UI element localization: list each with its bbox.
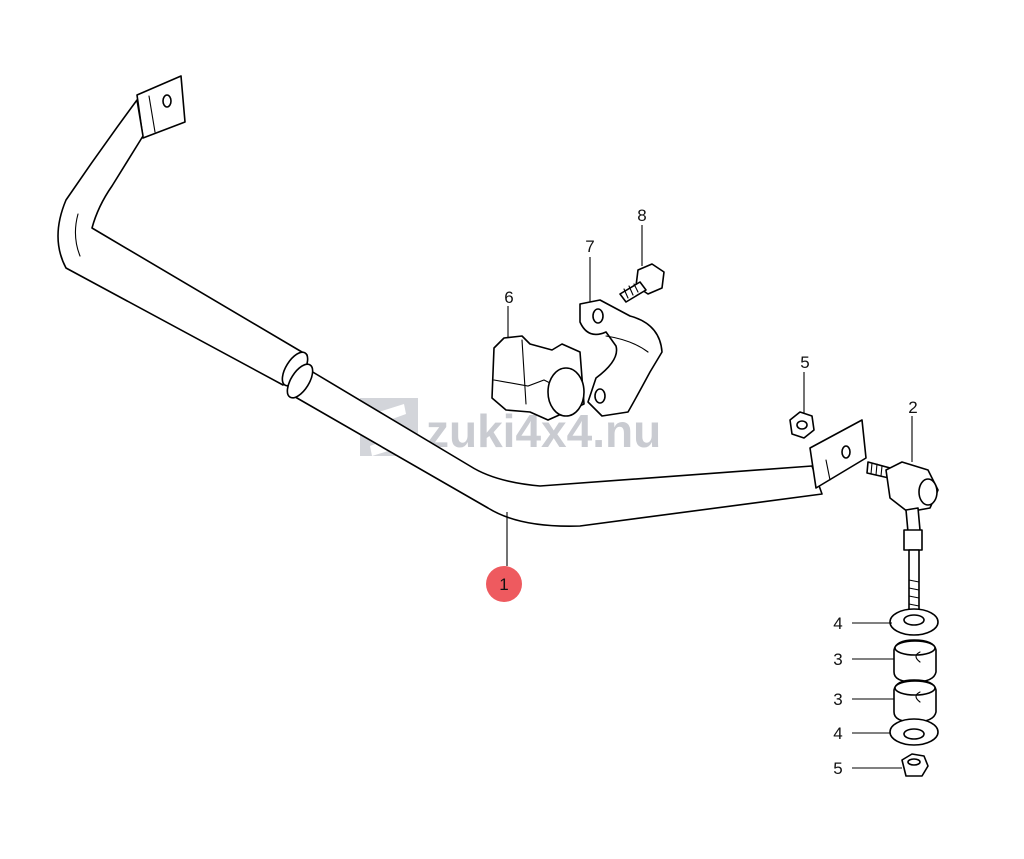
washer-upper xyxy=(889,608,939,636)
cushion-upper xyxy=(893,639,937,683)
callout-5-lower-label[interactable]: 5 xyxy=(833,759,842,778)
callout-3-lower-label[interactable]: 3 xyxy=(833,690,842,709)
bracket-bolt xyxy=(619,263,665,303)
bushing-bracket xyxy=(579,299,663,417)
bar-bushing xyxy=(491,335,585,421)
callout-3-upper-label[interactable]: 3 xyxy=(833,650,842,669)
washer-lower xyxy=(889,718,939,746)
callout-4-lower-label[interactable]: 4 xyxy=(833,724,842,743)
stabilizer-bar xyxy=(57,75,867,527)
nut-lower xyxy=(901,753,929,777)
callout-8-label[interactable]: 8 xyxy=(637,206,646,225)
callout-part-1[interactable]: 1 xyxy=(486,566,522,602)
callout-highlight xyxy=(486,566,522,602)
callout-4-upper-label[interactable]: 4 xyxy=(833,614,842,633)
callout-7-label[interactable]: 7 xyxy=(585,237,594,256)
callout-6-label[interactable]: 6 xyxy=(504,288,513,307)
stabilizer-link xyxy=(866,461,939,613)
nut-upper xyxy=(789,411,815,439)
callout-5-upper-label[interactable]: 5 xyxy=(800,353,809,372)
callout-2-label[interactable]: 2 xyxy=(908,398,917,417)
leader-lines xyxy=(506,225,913,769)
cushion-lower xyxy=(893,679,937,723)
callout-1-label: 1 xyxy=(499,575,508,594)
